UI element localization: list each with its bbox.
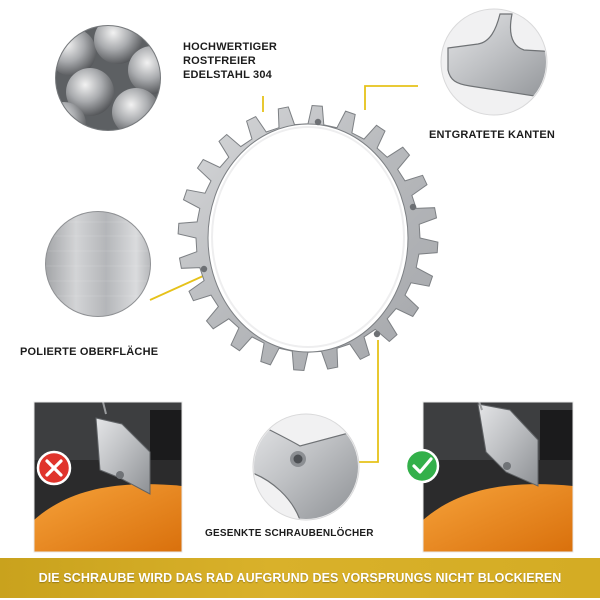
deburred-edges-label: ENTGRATETE KANTEN <box>429 129 556 141</box>
gear-hole <box>409 203 417 211</box>
x-mark-icon <box>36 450 72 486</box>
bottom-banner: DIE SCHRAUBE WIRD DAS RAD AUFGRUND DES V… <box>0 558 600 598</box>
material-label-line1: HOCHWERTIGER <box>183 41 278 53</box>
gear-hole <box>200 265 208 273</box>
callout-lines <box>149 85 418 463</box>
callout-line-edges <box>364 85 418 110</box>
countersunk-holes-label: GESENKTE SCHRAUBENLÖCHER <box>205 528 374 539</box>
material-label-line2: ROSTFREIER <box>183 55 256 67</box>
detail-circle-deburred-edge <box>440 8 548 116</box>
photo-correct-mounting <box>422 401 574 553</box>
detail-circle-steel-rods <box>55 25 161 131</box>
gear-hole <box>314 118 322 126</box>
detail-circle-brushed-surface <box>45 211 151 317</box>
callout-line-holes <box>352 340 379 463</box>
callout-line-surface <box>149 271 213 301</box>
gear-hole <box>373 330 381 338</box>
detail-circle-countersunk-holes <box>252 413 360 521</box>
check-mark-icon <box>404 448 440 484</box>
polished-surface-label: POLIERTE OBERFLÄCHE <box>20 346 159 358</box>
material-label-line3: EDELSTAHL 304 <box>183 69 272 81</box>
gear-inner-highlight <box>211 126 405 348</box>
gear-ring <box>177 104 439 372</box>
material-label: HOCHWERTIGER ROSTFREIER EDELSTAHL 304 <box>183 40 277 82</box>
banner-text: DIE SCHRAUBE WIRD DAS RAD AUFGRUND DES V… <box>38 571 562 585</box>
photo-incorrect-mounting <box>33 401 183 553</box>
